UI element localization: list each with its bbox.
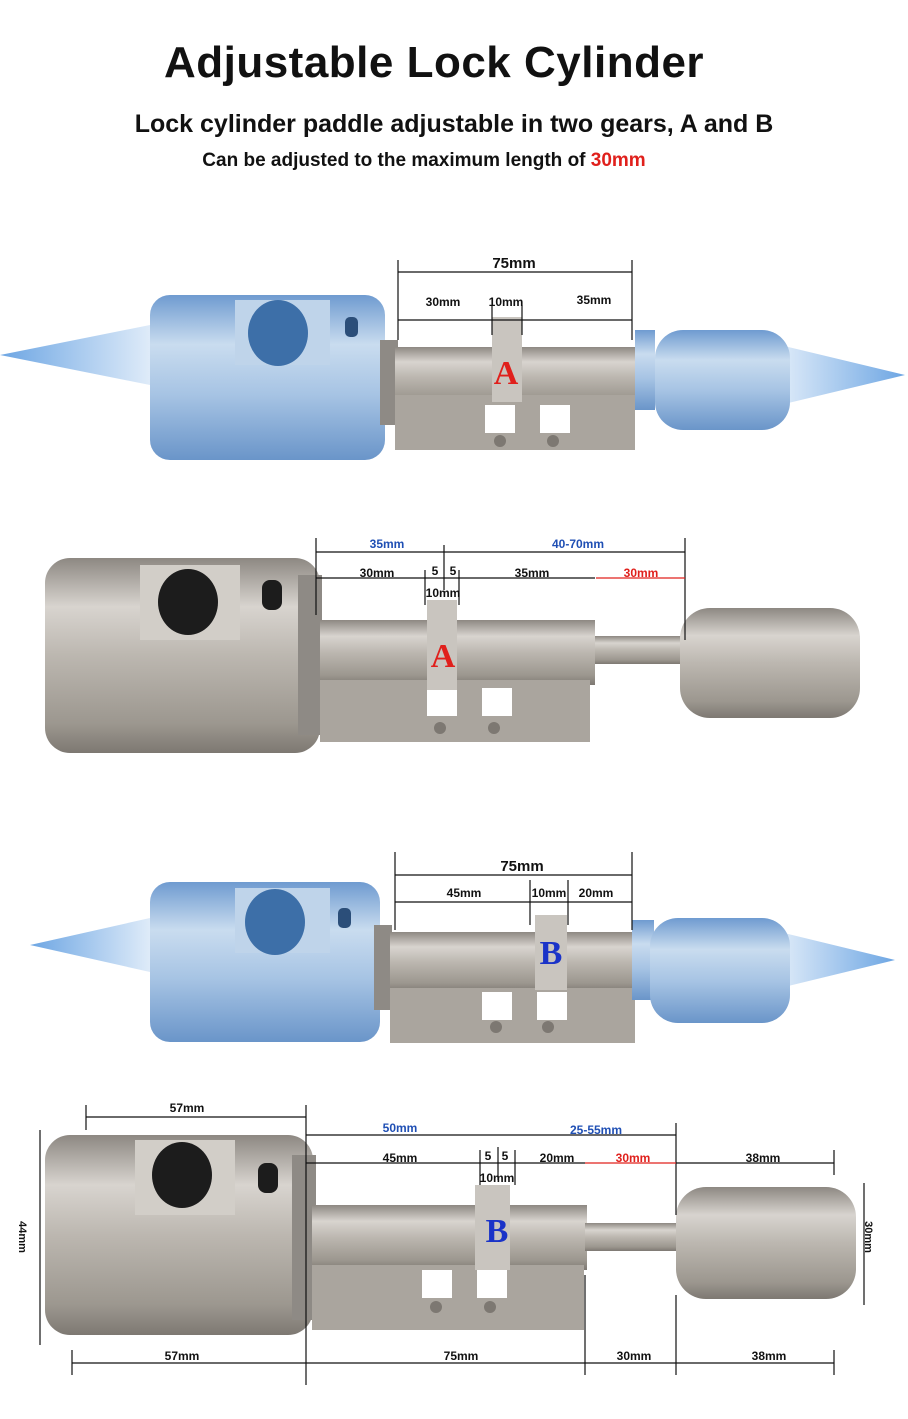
dim-bottom-a: 57mm: [164, 1349, 200, 1363]
panel-gear-a-extended: 35mm 40-70mm 30mm 5 5 35mm 30mm 10mm A: [0, 530, 908, 770]
dim-five-b: 5: [501, 1149, 509, 1163]
max-length-prefix: Can be adjusted to the maximum length of: [202, 150, 591, 171]
lock-cylinder-illustration-3: [30, 852, 895, 1043]
panel-gear-b-extended: 57mm 50mm 25-55mm 45mm 5 5 20mm 30mm 38m…: [0, 1095, 908, 1385]
dim-cam: 10mm: [425, 586, 461, 600]
dim-left: 30mm: [425, 295, 461, 309]
dim-seg-knob: 38mm: [745, 1151, 781, 1165]
dim-span-right: 25-55mm: [569, 1123, 623, 1137]
dim-seg-left: 30mm: [359, 566, 395, 580]
dim-span-left: 50mm: [382, 1121, 418, 1135]
dim-right-span: 40-70mm: [551, 537, 605, 551]
dim-bottom-c: 30mm: [616, 1349, 652, 1363]
subtitle: Lock cylinder paddle adjustable in two g…: [134, 110, 774, 138]
gear-label: A: [430, 638, 456, 675]
dim-five-b: 5: [449, 564, 457, 578]
gear-label: B: [485, 1213, 509, 1250]
dim-bottom-d: 38mm: [751, 1349, 787, 1363]
max-length-value: 30mm: [590, 150, 646, 171]
panel-gear-b-collapsed: 75mm 45mm 10mm 20mm B: [0, 850, 908, 1050]
max-length-note: Can be adjusted to the maximum length of…: [0, 150, 878, 172]
dim-middle: 10mm: [488, 295, 524, 309]
dim-seg-extra: 30mm: [615, 1151, 651, 1165]
dim-cam: 10mm: [479, 1171, 515, 1185]
dim-five-a: 5: [431, 564, 439, 578]
dim-right: 35mm: [576, 293, 612, 307]
dim-seg-left: 45mm: [382, 1151, 418, 1165]
dim-seg-extra: 30mm: [623, 566, 659, 580]
dim-left: 45mm: [446, 886, 482, 900]
dim-bottom-b: 75mm: [443, 1349, 479, 1363]
lock-cylinder-illustration-1: [0, 260, 905, 460]
dim-right: 20mm: [578, 886, 614, 900]
dim-total: 75mm: [500, 858, 544, 875]
panel-gear-a-collapsed: 75mm 30mm 10mm 35mm A: [0, 245, 908, 475]
dim-five-a: 5: [484, 1149, 492, 1163]
lock-cylinder-illustration-4: [39, 1105, 865, 1385]
dim-seg-mid: 35mm: [514, 566, 550, 580]
dim-seg-mid: 20mm: [539, 1151, 575, 1165]
lock-cylinder-illustration-2: [45, 538, 860, 753]
gear-label: A: [493, 355, 519, 392]
gear-label: B: [539, 935, 563, 972]
dim-left-span: 35mm: [369, 537, 405, 551]
dim-total: 75mm: [492, 255, 536, 272]
dim-top-left: 57mm: [169, 1101, 205, 1115]
dim-height-right: 30mm: [861, 1221, 874, 1253]
dim-height-left: 44mm: [15, 1221, 28, 1253]
dim-middle: 10mm: [531, 886, 567, 900]
page-title: Adjustable Lock Cylinder: [163, 38, 705, 87]
